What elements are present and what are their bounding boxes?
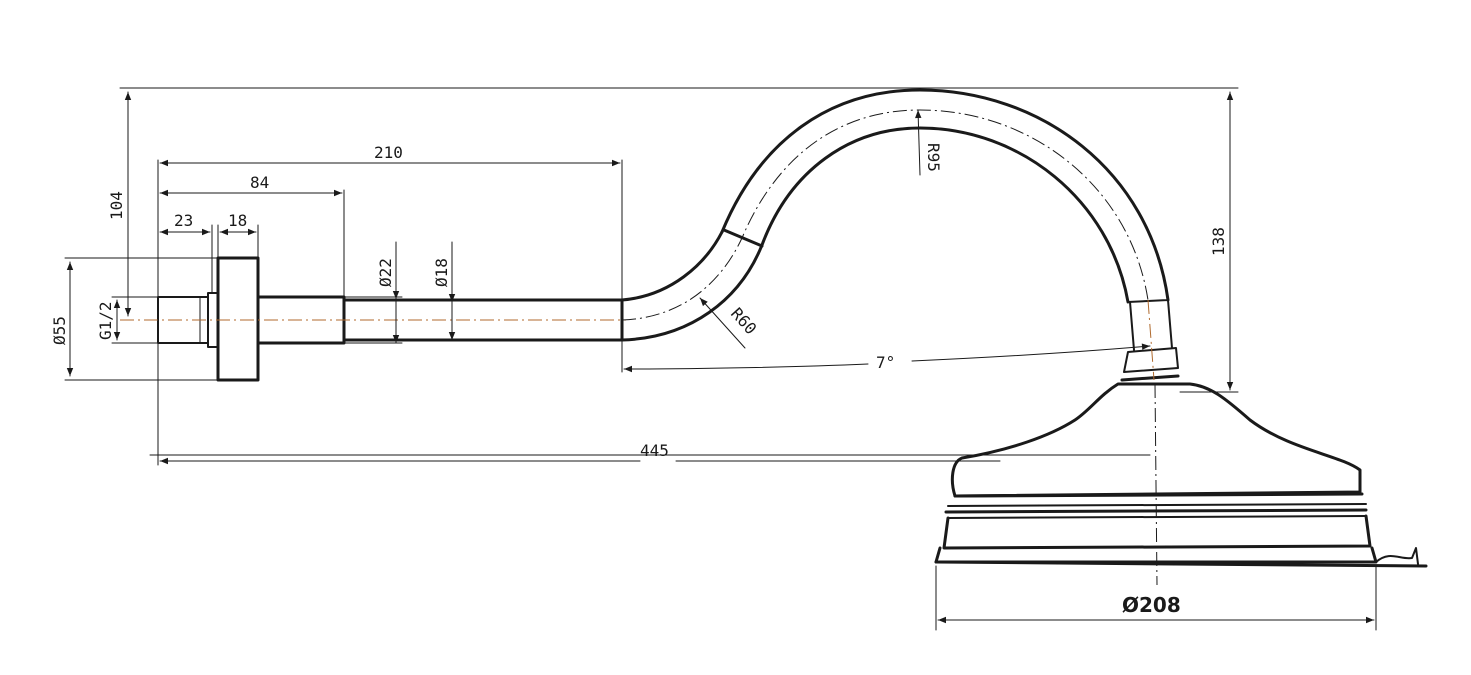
shower-arm <box>157 88 1180 382</box>
dim-23-label: 23 <box>174 211 193 230</box>
dim-dia55-label: Ø55 <box>50 316 69 345</box>
head-dome <box>950 382 1362 498</box>
dim-r95-line <box>915 109 922 176</box>
dim-18-label: 18 <box>228 211 247 230</box>
joint-seam <box>722 228 764 248</box>
wall-flange <box>216 256 260 382</box>
centerline-head <box>1154 383 1158 586</box>
head-base <box>934 546 1378 564</box>
centerline-s-bend <box>621 109 1149 321</box>
dim-7deg-label: 7° <box>876 353 895 372</box>
shower-head <box>934 382 1428 568</box>
dim-r95-label: R95 <box>924 143 943 172</box>
dim-dia18-label: Ø18 <box>432 258 451 287</box>
dim-r60-line <box>699 297 746 349</box>
arc-outer <box>720 88 1170 302</box>
s-bend-outer-lower <box>620 230 724 302</box>
extension-lines <box>64 87 1377 631</box>
ball-joint <box>1123 347 1179 373</box>
dim-7deg-arc <box>623 363 869 373</box>
dim-104-label: 104 <box>107 191 126 220</box>
dim-84-label: 84 <box>250 173 269 192</box>
s-bend-inner-lower <box>620 243 764 342</box>
dim-dia22-label: Ø22 <box>376 258 395 287</box>
dim-g12-label: G1/2 <box>96 301 115 340</box>
dim-210-label: 210 <box>374 143 403 162</box>
dim-138-label: 138 <box>1209 227 1228 256</box>
arc-inner <box>760 126 1130 304</box>
centerline-drop <box>1147 299 1155 381</box>
dim-445-label: 445 <box>640 441 669 460</box>
dim-dia208-label: Ø208 <box>1122 593 1181 617</box>
